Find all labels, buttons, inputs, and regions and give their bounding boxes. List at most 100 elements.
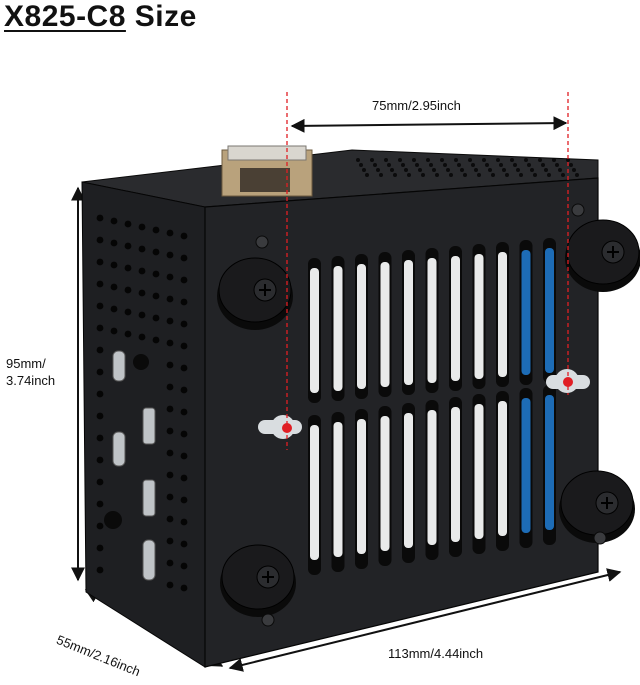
side-vent-hole	[180, 452, 188, 460]
top-vent-hole	[454, 158, 458, 162]
drive-label-strip	[310, 425, 319, 560]
top-vent-hole	[547, 173, 551, 177]
side-vent-hole	[96, 302, 104, 310]
drive-label-strip	[498, 252, 507, 377]
side-vent-hole	[152, 336, 160, 344]
side-vent-hole	[124, 242, 132, 250]
top-vent-hole	[370, 158, 374, 162]
side-vent-hole	[96, 236, 104, 244]
side-vent-hole	[166, 581, 174, 589]
top-vent-hole	[384, 158, 388, 162]
side-vent-hole	[96, 368, 104, 376]
top-vent-hole	[421, 173, 425, 177]
side-ports	[104, 350, 156, 581]
side-vent-hole	[180, 584, 188, 592]
side-vent-hole	[96, 500, 104, 508]
side-vent-hole	[96, 566, 104, 574]
side-vent-hole	[96, 544, 104, 552]
top-vent-hole	[468, 158, 472, 162]
side-vent-hole	[152, 314, 160, 322]
top-vent-hole	[471, 163, 475, 167]
drive-label-strip	[545, 395, 554, 530]
screw-cross	[601, 497, 613, 509]
top-vent-hole	[393, 173, 397, 177]
side-vent-hole	[180, 232, 188, 240]
top-vent-hole	[485, 163, 489, 167]
top-vent-hole	[379, 173, 383, 177]
side-vent-hole	[96, 456, 104, 464]
side-vent-hole	[180, 386, 188, 394]
side-vent-hole	[138, 311, 146, 319]
drive-label-strip	[333, 422, 343, 557]
top-vent-hole	[572, 168, 576, 172]
top-vent-hole	[555, 163, 559, 167]
height-label-line2: 3.74inch	[6, 373, 56, 388]
top-module	[221, 145, 313, 197]
top-vent-hole	[575, 173, 579, 177]
top-vent-hole	[376, 168, 380, 172]
top-vent-hole	[356, 158, 360, 162]
top-vent-hole	[510, 158, 514, 162]
side-vent-hole	[152, 270, 160, 278]
side-vent-hole	[180, 408, 188, 416]
side-vent-hole	[166, 295, 174, 303]
side-vent-hole	[166, 493, 174, 501]
drive-label-strip	[357, 264, 366, 389]
drive-label-strip	[474, 404, 484, 539]
width-label: 75mm/2.95inch	[372, 98, 461, 113]
side-vent-hole	[124, 264, 132, 272]
side-vent-hole	[124, 286, 132, 294]
top-vent-hole	[407, 173, 411, 177]
side-vent-hole	[166, 537, 174, 545]
drive-label-strip	[310, 268, 319, 393]
side-vent-hole	[180, 342, 188, 350]
top-vent-hole	[519, 173, 523, 177]
top-vent-hole	[359, 163, 363, 167]
side-vent-hole	[96, 478, 104, 486]
top-vent-hole	[457, 163, 461, 167]
side-vent-hole	[138, 223, 146, 231]
top-vent-hole	[412, 158, 416, 162]
page-title: X825-C8 Size	[4, 0, 197, 34]
side-vent-hole	[110, 261, 118, 269]
side-vent-hole	[124, 220, 132, 228]
right-marker-dot	[563, 377, 573, 387]
height-label-line1: 95mm/	[6, 356, 46, 371]
top-vent-hole	[401, 163, 405, 167]
top-vent-hole	[558, 168, 562, 172]
top-vent-hole	[513, 163, 517, 167]
side-vent-hole	[110, 217, 118, 225]
drive-label-strip	[427, 258, 437, 383]
side-vent-hole	[152, 292, 160, 300]
side-vent-hole	[166, 515, 174, 523]
side-vent-hole	[96, 324, 104, 332]
side-vent-hole	[166, 559, 174, 567]
side-vent-hole	[96, 390, 104, 398]
top-vent-hole	[418, 168, 422, 172]
top-vent-hole	[488, 168, 492, 172]
top-vent-hole	[387, 163, 391, 167]
side-vent-hole	[166, 427, 174, 435]
drive-label-strip	[427, 410, 437, 545]
side-vent-hole	[166, 251, 174, 259]
drive-label-strip	[451, 256, 460, 381]
drive-label-strip	[545, 248, 554, 373]
top-vent-hole	[474, 168, 478, 172]
side-vent-hole	[138, 267, 146, 275]
top-vent-hole	[527, 163, 531, 167]
side-vent-hole	[180, 320, 188, 328]
top-vent-hole	[365, 173, 369, 177]
side-vent-hole	[110, 305, 118, 313]
side-vent-hole	[166, 361, 174, 369]
side-vent-hole	[110, 239, 118, 247]
top-vent-hole	[432, 168, 436, 172]
top-vent-hole	[426, 158, 430, 162]
side-vent-hole	[124, 308, 132, 316]
title-model: X825-C8	[4, 0, 126, 33]
side-vent-hole	[166, 383, 174, 391]
side-vent-hole	[96, 258, 104, 266]
side-vent-hole	[180, 496, 188, 504]
side-vent-hole	[166, 273, 174, 281]
side-vent-hole	[96, 522, 104, 530]
top-vent-hole	[538, 158, 542, 162]
